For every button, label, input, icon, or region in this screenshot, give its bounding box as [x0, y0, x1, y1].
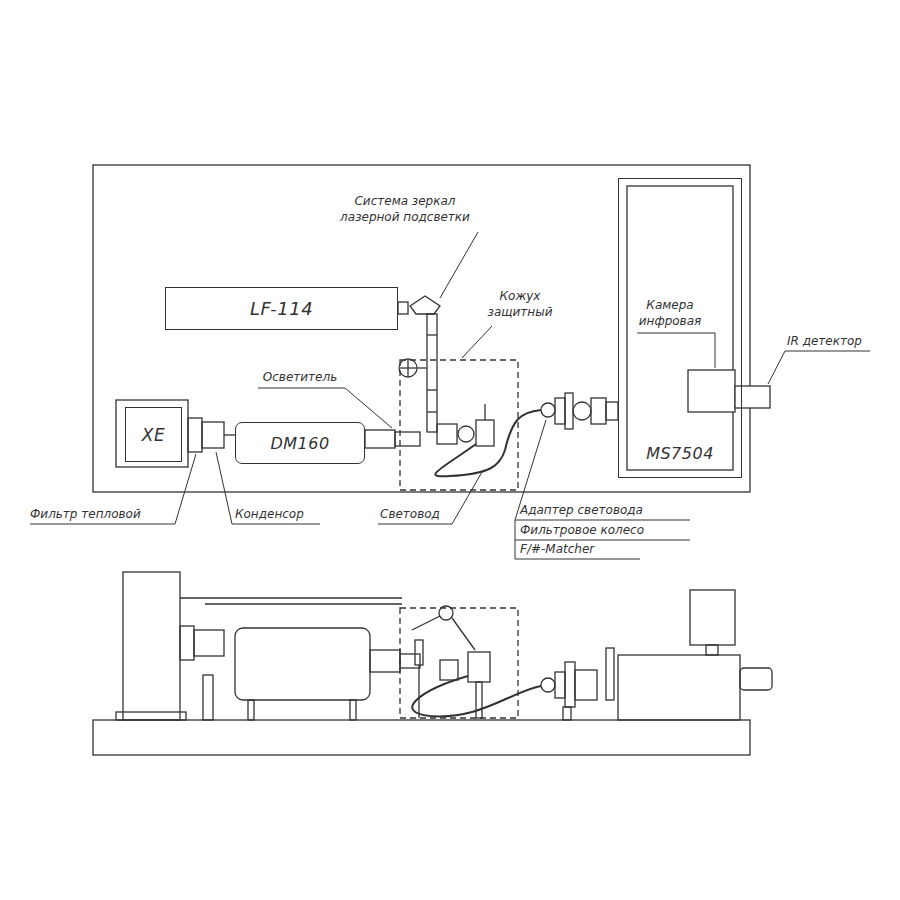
ir-detector — [735, 386, 770, 408]
part-label: F/#-Matcher — [520, 541, 640, 557]
f-matcher-side — [575, 670, 597, 700]
part-label: Кожух защитный — [480, 288, 560, 320]
camera-stem — [706, 645, 718, 655]
leader-line — [515, 520, 690, 521]
filter-wheel-hub — [573, 402, 591, 420]
laser-edge — [205, 603, 402, 604]
optical-axis — [224, 434, 235, 435]
mirror-arm — [452, 618, 475, 650]
guide-adapter-side — [541, 678, 555, 692]
device-box: DM160 — [235, 422, 365, 464]
filter-wheel-side — [565, 662, 575, 707]
knob-cross — [407, 360, 408, 376]
part-label: Осветитель — [255, 369, 345, 385]
leg — [248, 700, 254, 720]
device-name: XE — [142, 425, 165, 445]
part-label: Камера инфровая — [630, 297, 710, 329]
adjust-knob — [399, 359, 417, 377]
leader-line — [440, 232, 478, 298]
filter-wheel — [565, 393, 573, 429]
mirror-head — [410, 296, 440, 314]
leader-line — [768, 351, 870, 384]
laser-edge — [180, 597, 402, 598]
leg — [350, 700, 356, 720]
device-name: LF-114 — [250, 298, 313, 319]
knob-stem — [417, 367, 427, 368]
leader-line — [515, 540, 690, 541]
fiber-clamp-side — [468, 652, 490, 682]
adapter-post — [563, 707, 571, 720]
f-matcher — [591, 398, 606, 424]
heat-filter — [188, 418, 202, 452]
light-guide-side — [412, 676, 541, 716]
heat-filter-side — [180, 626, 194, 660]
illuminator-tube — [365, 430, 395, 448]
part-label: Адаптер световода — [520, 502, 690, 518]
bracket — [415, 640, 423, 665]
guide-adapter — [541, 403, 555, 417]
lamp-housing — [116, 400, 188, 467]
mirror-joint — [439, 606, 453, 620]
device-name: MS7504 — [646, 444, 714, 463]
device-box: XE — [125, 407, 182, 462]
ms7504-side — [618, 655, 740, 720]
clamp-screw — [484, 404, 485, 420]
part-label: Система зеркал лазерной подсветки — [330, 193, 480, 225]
mirror-mount — [458, 426, 474, 442]
mirror-tube — [427, 314, 437, 432]
leader-line — [515, 559, 640, 560]
tube-joint — [427, 334, 437, 335]
leader-line — [378, 472, 482, 524]
condenser — [202, 422, 224, 448]
clamp-post — [476, 682, 482, 718]
protective-cover — [400, 360, 518, 490]
adapter-body-side — [555, 672, 565, 698]
side-view — [93, 572, 772, 755]
leader-line — [30, 454, 196, 524]
monochromator-inner — [627, 186, 733, 470]
part-label: Фильтр тепловой — [30, 506, 170, 522]
tube-joint — [427, 389, 437, 390]
device-box: LF-114 — [165, 287, 398, 330]
illuminator-side — [370, 650, 400, 672]
leader-line — [637, 333, 715, 368]
condenser-side — [194, 630, 224, 656]
fiber-clamp — [476, 420, 494, 446]
light-guide — [435, 410, 541, 476]
leader-lines — [30, 232, 870, 559]
part-label: IR детектор — [787, 333, 887, 349]
mirror-block — [437, 424, 457, 444]
post — [418, 665, 419, 718]
adapter-body — [555, 398, 565, 424]
lamp-foot — [116, 712, 186, 720]
part-label: Фильтровое колесо — [520, 522, 690, 538]
tube-joint — [427, 411, 437, 412]
leader-line — [515, 420, 546, 559]
dm160-side — [235, 628, 370, 700]
lamp-tower — [123, 572, 180, 720]
illuminator-tip-side — [400, 654, 420, 668]
laser-port — [398, 302, 408, 314]
ir-camera — [688, 370, 735, 412]
illuminator-tip — [395, 432, 420, 446]
ir-camera-side — [690, 590, 735, 645]
table-frame — [93, 165, 750, 492]
mirror-arm — [412, 616, 440, 630]
leader-line — [462, 326, 492, 358]
condenser-stand — [203, 675, 213, 720]
entrance-flange — [606, 648, 614, 700]
part-label: Конденсор — [235, 506, 325, 522]
ir-detector-side — [740, 668, 772, 690]
device-name: DM160 — [270, 434, 329, 453]
entrance-port — [606, 402, 618, 420]
base-plate — [93, 720, 750, 755]
mirror-block-side — [440, 660, 458, 680]
part-label: Световод — [380, 506, 460, 522]
top-view — [93, 165, 770, 492]
